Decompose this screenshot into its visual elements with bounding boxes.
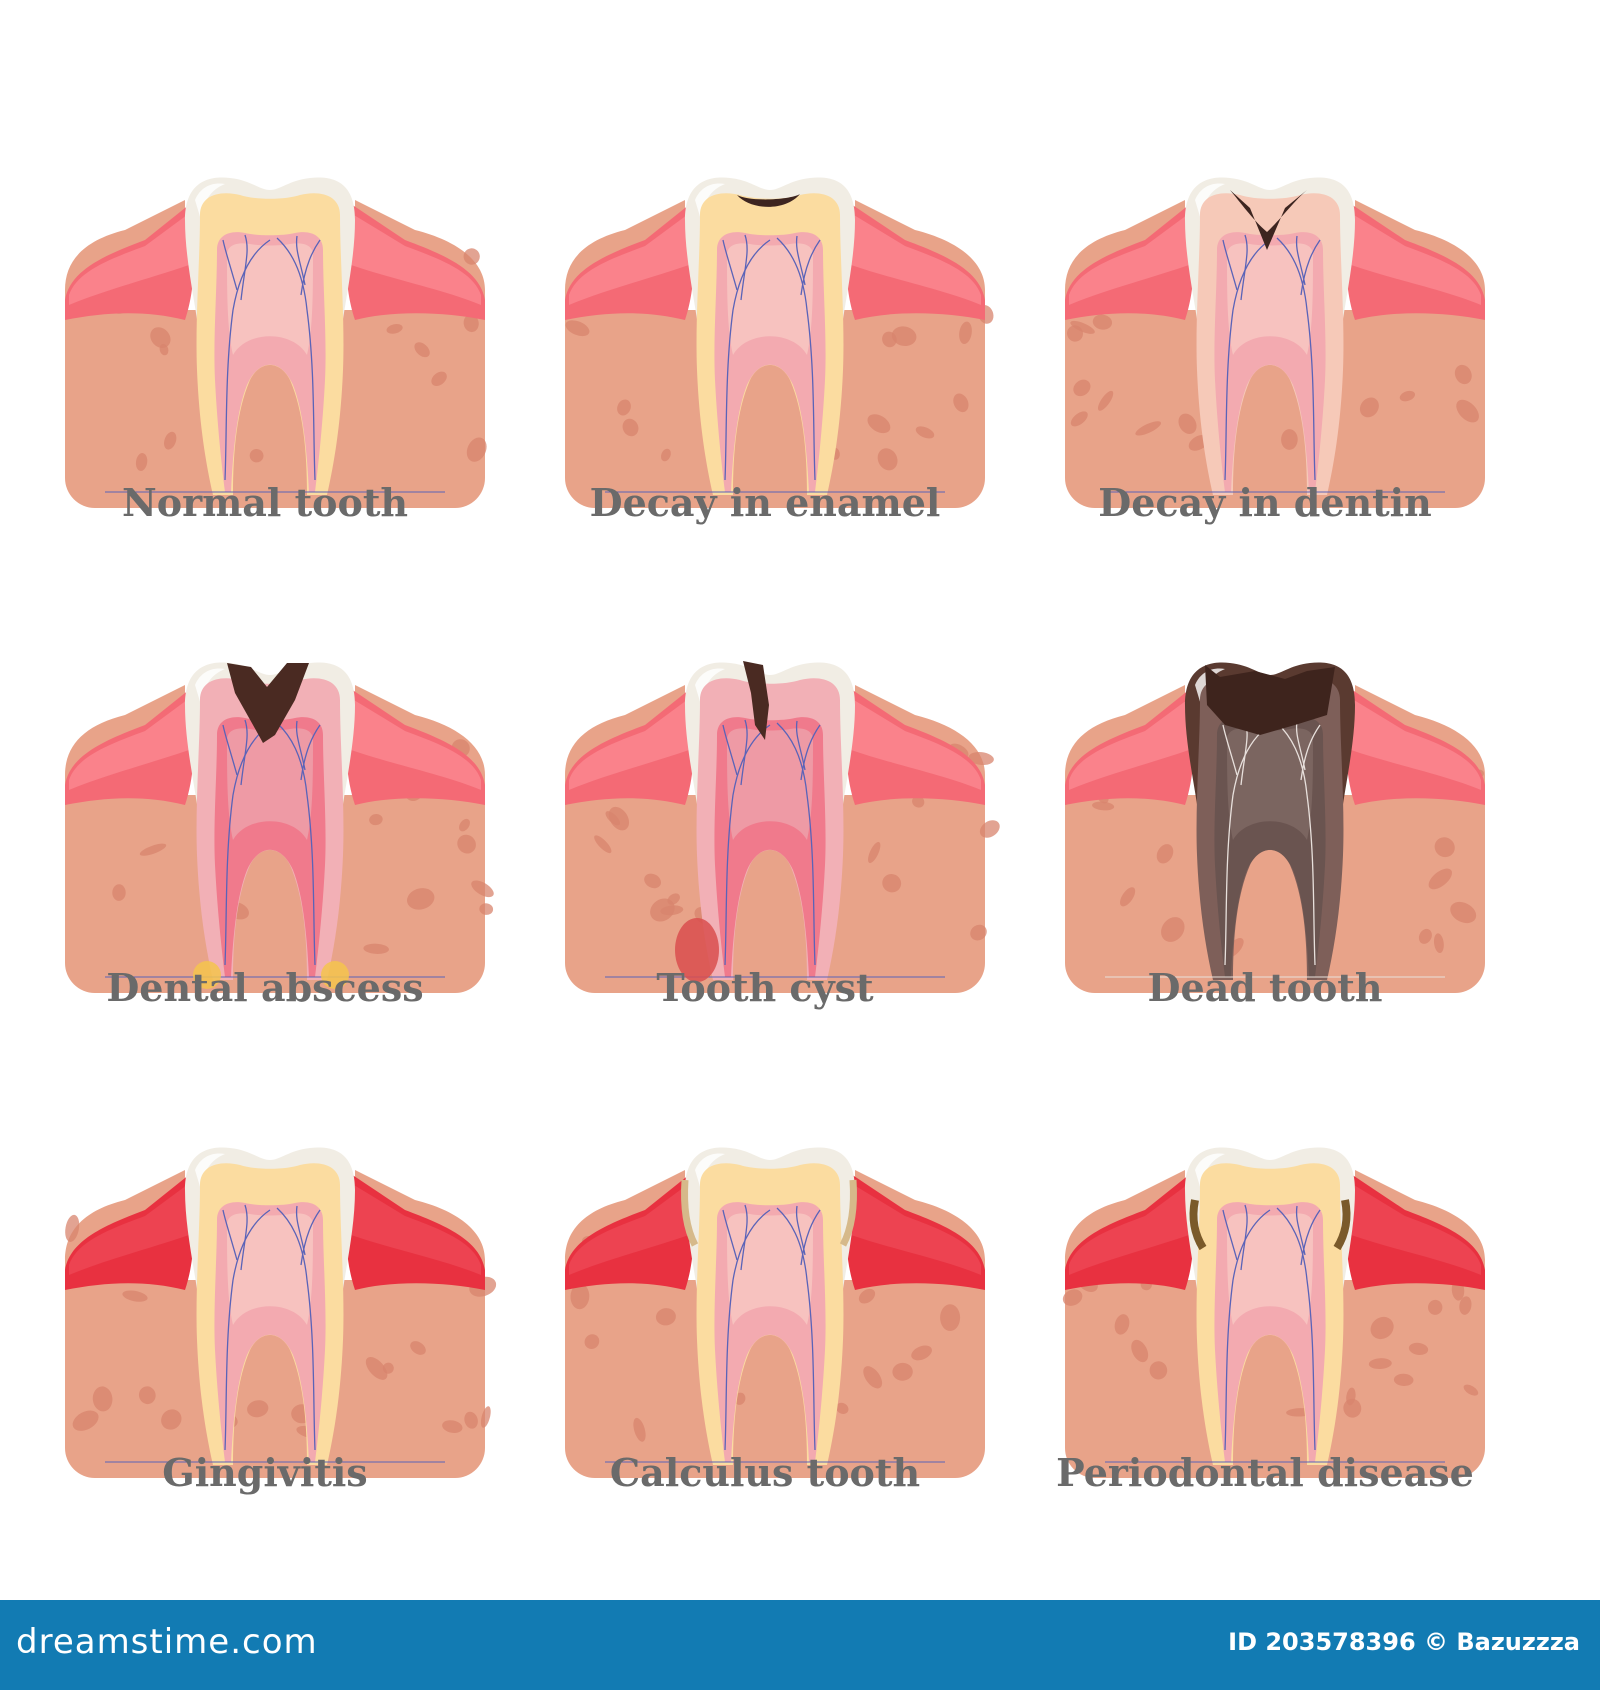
- panel-enamel-decay: Decay in enamel: [545, 95, 1045, 575]
- footer-image-id: ID 203578396 © Bazuzzza: [1228, 1628, 1580, 1656]
- panel-calculus: Calculus tooth: [545, 1065, 1045, 1545]
- caption-abscess: Dental abscess: [106, 965, 424, 1010]
- caption-dentin-decay: Decay in dentin: [1098, 480, 1432, 525]
- footer-brand[interactable]: dreamstime.com: [16, 1622, 318, 1662]
- footer-bar: dreamstime.com ID 203578396 © Bazuzzza: [0, 1600, 1600, 1690]
- abscess-tooth-illustration: [65, 662, 494, 993]
- caption-dead: Dead tooth: [1147, 965, 1383, 1010]
- dentin-decay-tooth-illustration: [1065, 177, 1485, 508]
- panel-dentin-decay: Decay in dentin: [1045, 95, 1545, 575]
- panel-periodontal: Periodontal disease: [1045, 1065, 1545, 1545]
- caption-enamel-decay: Decay in enamel: [589, 480, 941, 525]
- caption-gingivitis: Gingivitis: [162, 1450, 368, 1495]
- gingivitis-tooth-illustration: [65, 1147, 497, 1478]
- tooth-conditions-grid: Normal tooth Decay: [45, 95, 1545, 1545]
- caption-normal: Normal tooth: [121, 480, 409, 525]
- periodontal-tooth-illustration: [1062, 1147, 1485, 1478]
- panel-gingivitis: Gingivitis: [45, 1065, 545, 1545]
- panel-normal: Normal tooth: [45, 95, 545, 575]
- calculus-tooth-illustration: [565, 1147, 985, 1478]
- panel-dead: Dead tooth: [1045, 580, 1545, 1060]
- enamel-decay-tooth-illustration: [565, 177, 994, 508]
- panel-cyst: Tooth cyst: [545, 580, 1045, 1060]
- cyst-tooth-illustration: [565, 661, 1000, 993]
- caption-cyst: Tooth cyst: [656, 965, 874, 1010]
- panel-abscess: Dental abscess: [45, 580, 545, 1060]
- dead-tooth-illustration: [1065, 662, 1485, 993]
- caption-calculus: Calculus tooth: [609, 1450, 921, 1495]
- caption-periodontal: Periodontal disease: [1056, 1450, 1474, 1495]
- normal-tooth-illustration: [65, 177, 487, 508]
